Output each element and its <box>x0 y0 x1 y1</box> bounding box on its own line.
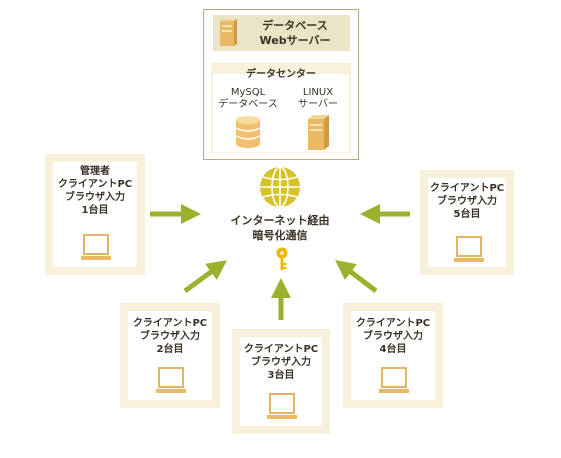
client-pc-2: クライアントPC ブラウザ入力 2台目 <box>120 303 220 408</box>
arrow-client-2 <box>183 260 228 294</box>
client-input-label: ブラウザ入力 <box>251 357 311 368</box>
server-panel: データベース Webサーバー データセンター MySQL データベース LINU… <box>203 9 359 160</box>
client-number-label: 1台目 <box>81 205 109 216</box>
monitor-icon <box>454 236 484 262</box>
client-input-label: ブラウザ入力 <box>140 331 200 342</box>
client-input-label: ブラウザ入力 <box>65 192 125 203</box>
client-input-label: ブラウザ入力 <box>437 196 497 207</box>
network-label: インターネット経由 暗号化通信 <box>230 214 330 242</box>
client-pc-4: クライアントPC ブラウザ入力 4台目 <box>343 303 443 408</box>
monitor-icon <box>81 234 111 260</box>
server-header: データベース Webサーバー <box>213 15 350 51</box>
client-name-label: クライアントPC <box>57 179 133 190</box>
client-pc-3: クライアントPC ブラウザ入力 3台目 <box>232 329 330 434</box>
server-title: データベース Webサーバー <box>259 19 331 47</box>
linux-label: LINUX サーバー <box>298 87 338 110</box>
client-role-label: 管理者 <box>80 166 110 177</box>
monitor-icon <box>379 367 409 393</box>
client-number-label: 5台目 <box>453 209 481 220</box>
client-name-label: クライアントPC <box>429 183 505 194</box>
client-number-label: 4台目 <box>379 344 407 355</box>
datacenter-label: データセンター <box>246 69 316 80</box>
monitor-icon <box>156 367 186 393</box>
client-name-label: クライアントPC <box>243 344 319 355</box>
client-name-label: クライアントPC <box>355 318 431 329</box>
client-name-label: クライアントPC <box>132 318 208 329</box>
arrow-client-4 <box>335 259 378 293</box>
client-pc-5: クライアントPC ブラウザ入力 5台目 <box>420 170 514 275</box>
key-icon <box>276 247 288 270</box>
client-pc-1: 管理者 クライアントPC ブラウザ入力 1台目 <box>45 154 145 275</box>
mysql-label: MySQL データベース <box>218 87 278 110</box>
client-input-label: ブラウザ入力 <box>363 331 423 342</box>
client-number-label: 2台目 <box>156 344 184 355</box>
monitor-icon <box>267 393 297 419</box>
globe-icon <box>260 166 300 208</box>
linux-server-icon <box>308 115 329 150</box>
client-number-label: 3台目 <box>267 370 295 381</box>
server-icon <box>220 19 237 46</box>
database-icon <box>235 116 261 148</box>
